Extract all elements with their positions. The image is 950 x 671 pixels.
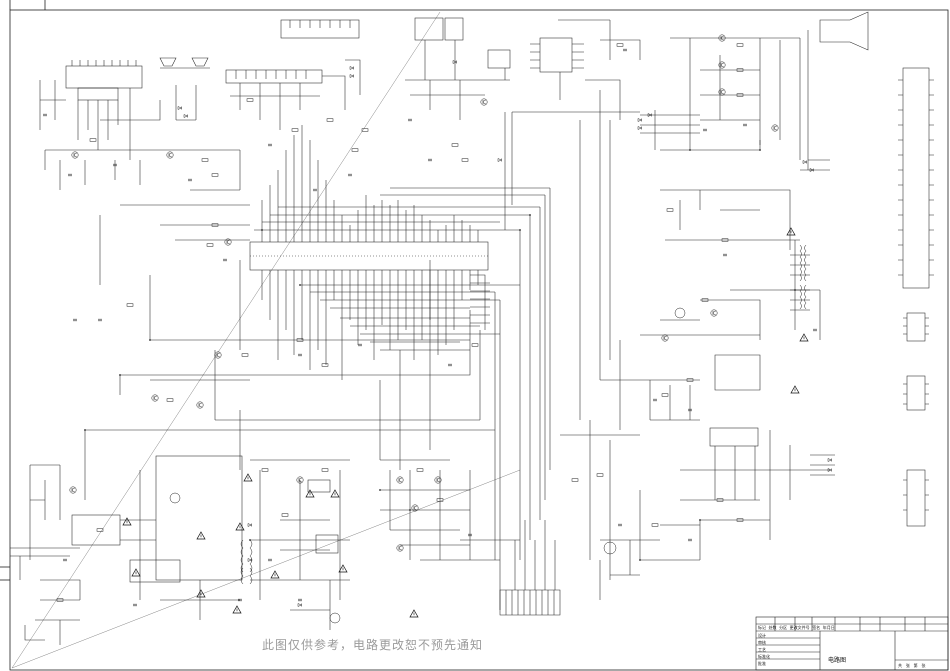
junction-dots (84, 149, 796, 561)
footer-sheet: 张 (921, 663, 926, 668)
schematic-wiring (10, 11, 934, 645)
disclaimer-watermark: 此图仅供参考，电路更改恕不预先通知 (262, 638, 484, 652)
signoff-standard: 标准化 (758, 654, 770, 659)
title-block (755, 616, 949, 671)
title-block-headers: 标记 处数 分区 更改文件号 签名 年月日 (758, 625, 835, 630)
header-change-doc: 更改文件号 (789, 625, 810, 630)
transformer-symbols (169, 244, 807, 624)
footer-no: 第 (913, 663, 918, 668)
signoff-process: 工艺 (758, 647, 766, 652)
footer-total: 共 (898, 663, 902, 668)
signoff-design: 设计 (758, 633, 766, 638)
header-date: 年月日 (822, 625, 835, 630)
drawing-title: 电路图 (828, 657, 847, 664)
sheet-count: 共 张 第 张 (898, 663, 925, 668)
signoff-review: 审核 (758, 640, 766, 645)
header-signature: 签名 (812, 625, 821, 630)
footer-sheets: 张 (905, 663, 910, 668)
warning-triangle-icon (122, 227, 809, 618)
header-count: 处数 (768, 625, 777, 630)
header-mark: 标记 (758, 625, 766, 630)
signoff-approve: 批准 (758, 661, 766, 666)
header-zone: 分区 (779, 625, 788, 630)
